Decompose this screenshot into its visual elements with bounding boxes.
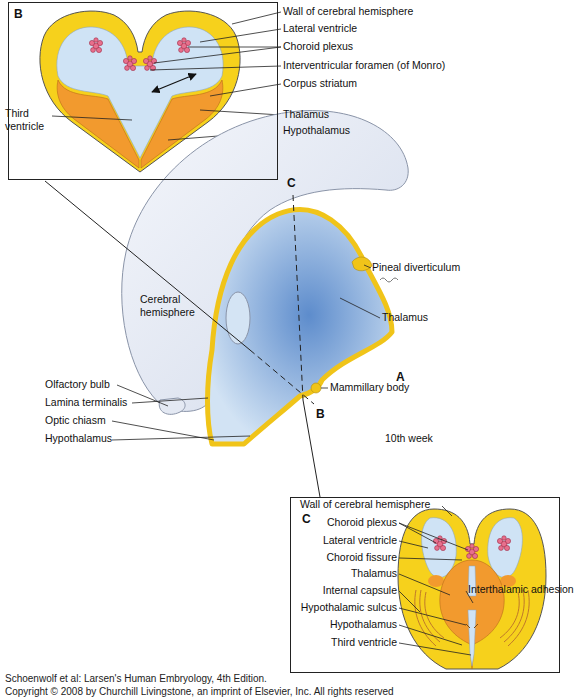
leader-line — [399, 608, 466, 625]
section-letter: B — [14, 7, 23, 21]
part-label: Thalamus — [283, 108, 329, 121]
leader-line — [399, 625, 462, 645]
leader-line — [399, 574, 450, 595]
leader-line — [232, 12, 281, 24]
part-label: Hypothalamus — [330, 618, 397, 631]
hypothalamic-sulcus-notch — [474, 624, 478, 628]
part-label: Choroid fissure — [326, 551, 397, 564]
part-label: Olfactory bulb — [45, 378, 110, 391]
flow-arrow — [152, 74, 196, 92]
leader-line — [364, 265, 371, 268]
hypothalamic-sulcus-notch — [466, 624, 470, 628]
leader-line — [321, 388, 328, 389]
section-letter: C — [302, 512, 311, 526]
leader-line — [399, 643, 471, 655]
brain-10th-week — [45, 111, 408, 497]
choroid-plexus-tuft — [123, 56, 136, 71]
part-label: Choroid plexus — [283, 40, 353, 53]
choroid-plexus-tuft — [89, 38, 102, 53]
leader-line — [150, 66, 281, 70]
part-label: Choroid plexus — [327, 516, 397, 529]
part-label: Wall of cerebral hemisphere — [283, 5, 413, 18]
section-panel: B — [8, 2, 278, 180]
part-label: Mammillary body — [330, 381, 409, 394]
internal-capsule-fibres — [504, 590, 524, 642]
part-label: Corpus striatum — [283, 77, 357, 90]
source-credit: Copyright © 2008 by Churchill Livingston… — [5, 686, 394, 698]
thalamus-shape — [440, 560, 504, 669]
leader-line — [210, 84, 281, 96]
part-label: Internal capsule — [323, 584, 397, 597]
part-label: Thalamus — [382, 311, 428, 324]
leader-line — [154, 47, 281, 63]
part-label: Thalamus — [351, 567, 397, 580]
part-label: Lamina terminalis — [45, 396, 127, 409]
roof-squiggle — [380, 278, 398, 282]
leader-line — [399, 558, 462, 560]
section-plane-c — [293, 195, 303, 400]
part-label: Optic chiasm — [45, 414, 106, 427]
part-label: Lateral ventricle — [323, 534, 397, 547]
part-label: Hypothalamus — [45, 432, 112, 445]
leader-line — [188, 47, 281, 48]
section-plane-b — [45, 181, 250, 350]
leader-line — [340, 298, 380, 318]
section-letter: B — [316, 407, 325, 421]
leader-line — [399, 541, 428, 548]
third-ventricle-shape — [468, 610, 476, 666]
leader-line — [399, 506, 473, 655]
part-label: Third ventricle — [5, 107, 57, 133]
part-label: Hypothalamus — [283, 124, 350, 137]
choroid-plexus-tuft — [433, 536, 446, 551]
leader-line — [399, 523, 436, 543]
source-credit: Schoenwolf et al: Larsen's Human Embryol… — [5, 673, 267, 685]
leader-line — [132, 398, 208, 403]
internal-capsule-fibres — [500, 592, 519, 638]
lateral-ventricle-shape — [488, 518, 523, 578]
leader-line — [200, 29, 281, 42]
mammillary-bump — [311, 383, 321, 393]
part-label: Hypothalamic sulcus — [301, 601, 397, 614]
pineal-bump — [352, 257, 372, 271]
leader-line — [52, 116, 132, 120]
interventricular-foramen-shape — [226, 292, 250, 344]
choroid-plexus-tuft — [497, 536, 510, 551]
leader-line — [442, 506, 452, 516]
leader-line — [399, 523, 468, 550]
part-label: Interthalamic adhesion — [468, 583, 574, 596]
part-label: Cerebral hemisphere — [140, 293, 210, 319]
part-label: Interventricular foramen (of Monro) — [283, 59, 445, 72]
section-plane-b — [250, 350, 314, 404]
part-label: Wall of cerebral hemisphere — [300, 498, 430, 511]
part-label: Third ventricle — [331, 636, 397, 649]
striatum-shape — [428, 575, 444, 587]
part-label: 10th week — [385, 432, 433, 445]
leader-line — [52, 12, 281, 140]
leader-line — [112, 265, 380, 440]
leader-line — [112, 436, 250, 440]
diencephalon-wall — [57, 80, 139, 168]
section-letter: C — [287, 176, 296, 190]
leader-line — [200, 110, 281, 115]
part-label: Pineal diverticulum — [372, 261, 460, 274]
choroid-plexus-tuft — [465, 544, 478, 559]
choroid-plexus-tuft — [177, 38, 190, 53]
part-label: Lateral ventricle — [283, 22, 357, 35]
